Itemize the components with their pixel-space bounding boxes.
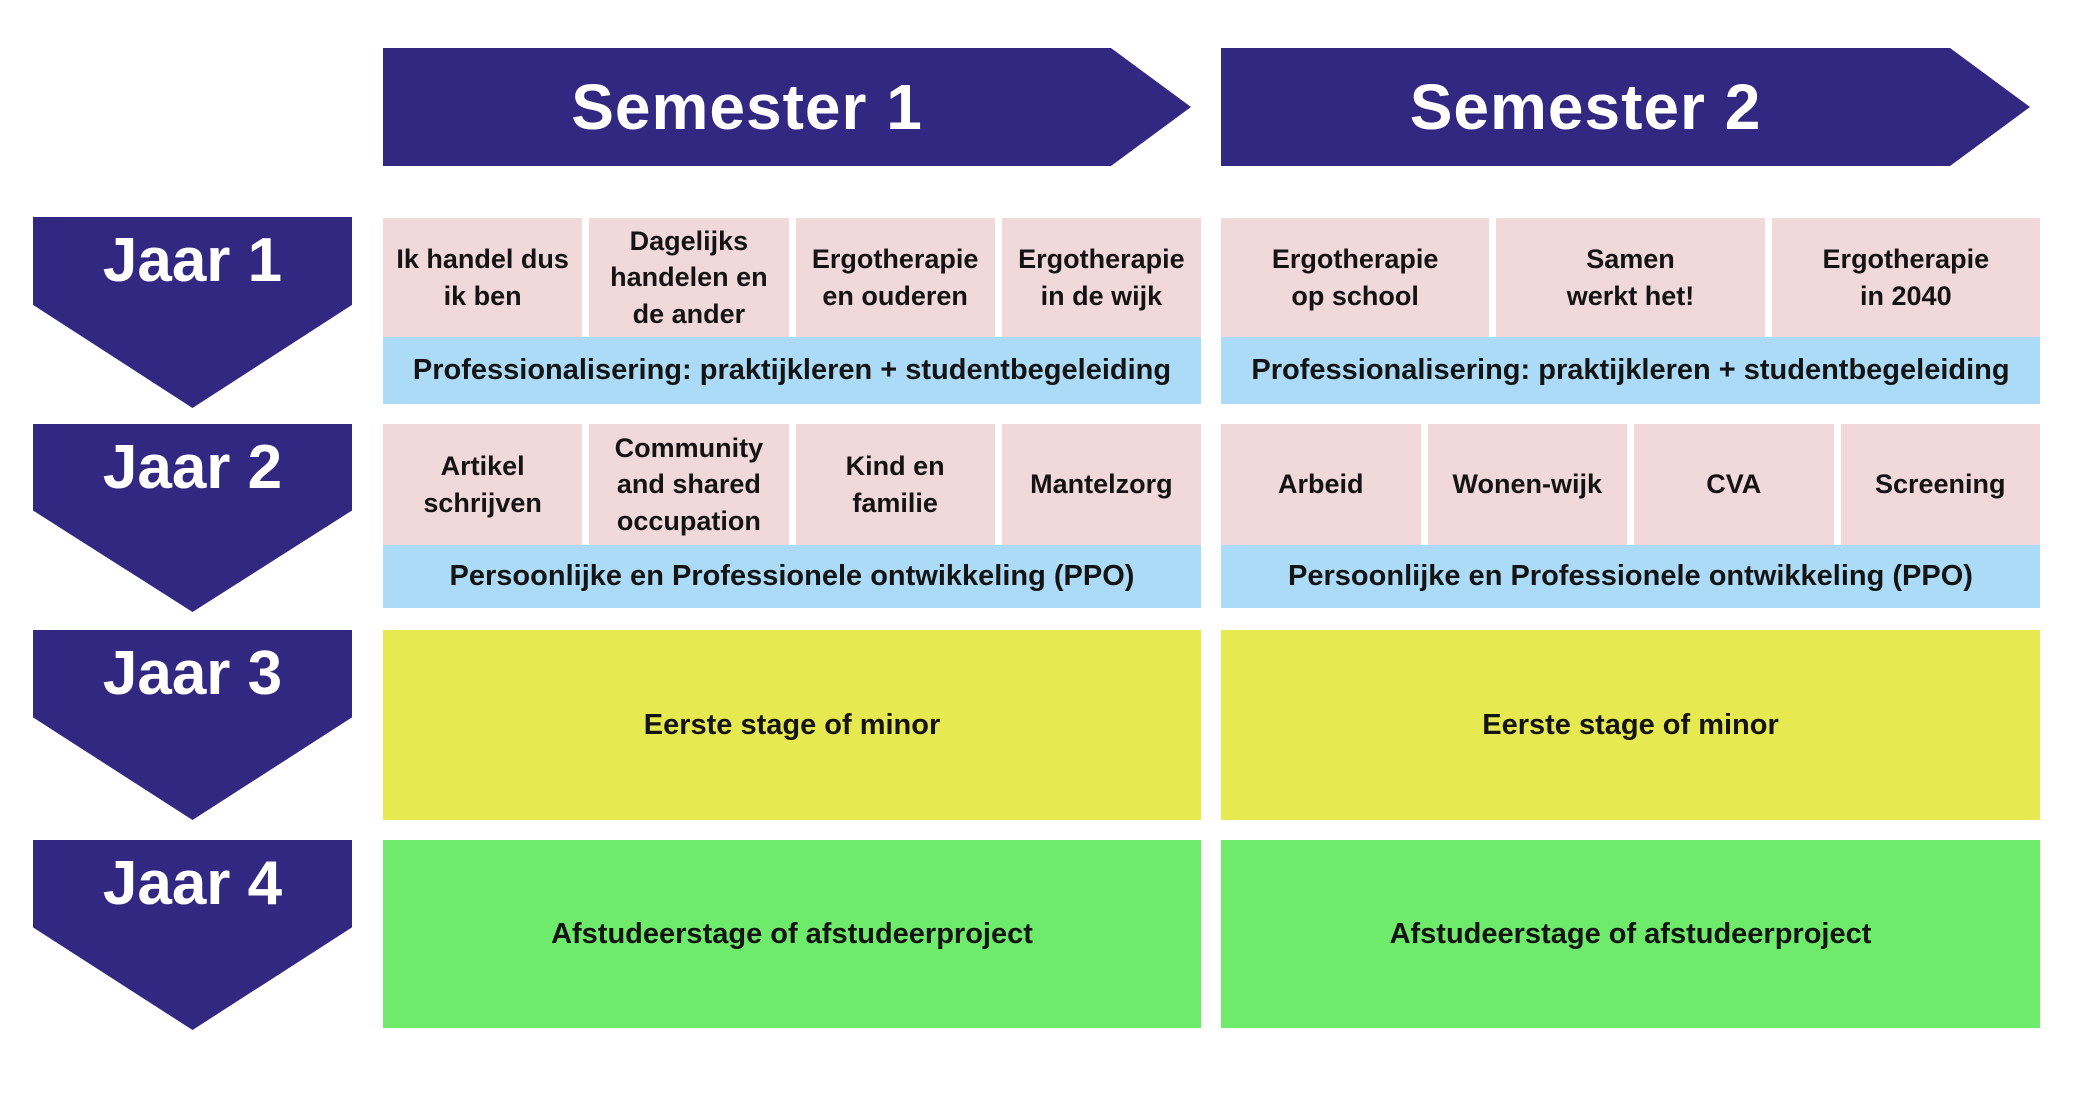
jaar2-sem2-course-row: Arbeid Wonen-wijk CVA Screening — [1221, 424, 2040, 545]
course-cell: Kind en familie — [795, 424, 995, 545]
course-cell: Arbeid — [1221, 424, 1421, 545]
block-label: Afstudeerstage of afstudeerproject — [1389, 917, 1872, 950]
block-label: Afstudeerstage of afstudeerproject — [551, 917, 1033, 950]
year-arrow-jaar-2: Jaar 2 — [33, 424, 352, 612]
year-arrow-jaar-1: Jaar 1 — [33, 217, 352, 408]
course-label: Mantelzorg — [1030, 469, 1173, 500]
bar-label: Professionalisering: praktijkleren + stu… — [1251, 354, 2010, 386]
course-label: Wonen-wijk — [1452, 469, 1602, 500]
course-label: Community and shared occupation — [614, 432, 764, 536]
course-label: Ergotherapie en ouderen — [811, 244, 979, 311]
block-label: Eerste stage of minor — [1482, 708, 1779, 741]
course-label: Artikel schrijven — [423, 451, 542, 518]
semester-2-label: Semester 2 — [1409, 71, 1762, 143]
semester-1-label: Semester 1 — [571, 71, 923, 143]
jaar1-sem2-course-row: Ergotherapie op school Samen werkt het! … — [1221, 218, 2040, 337]
semester-1-banner: Semester 1 — [383, 48, 1191, 166]
jaar1-sem1-course-row: Ik handel dus ik ben Dagelijks handelen … — [383, 218, 1201, 337]
year-label-jaar-2: Jaar 2 — [102, 432, 283, 502]
bar-label: Persoonlijke en Professionele ontwikkeli… — [1288, 560, 1973, 592]
jaar2-sem1-course-row: Artikel schrijven Community and shared o… — [383, 424, 1201, 545]
course-label: Kind en familie — [845, 451, 945, 518]
year-label-jaar-1: Jaar 1 — [102, 226, 283, 296]
jaar1-sem1-professionalisering-bar: Professionalisering: praktijkleren + stu… — [383, 337, 1201, 404]
bar-label: Professionalisering: praktijkleren + stu… — [412, 354, 1172, 386]
jaar2-sem1-ppo-bar: Persoonlijke en Professionele ontwikkeli… — [383, 545, 1201, 608]
year-arrow-jaar-3: Jaar 3 — [33, 630, 352, 820]
bar-label: Persoonlijke en Professionele ontwikkeli… — [449, 560, 1135, 592]
course-cell: Ergotherapie in de wijk — [1001, 218, 1201, 337]
course-label: Ergotherapie in de wijk — [1018, 244, 1185, 311]
course-cell: Ergotherapie en ouderen — [795, 218, 995, 337]
jaar3-sem1-stage-block: Eerste stage of minor — [383, 630, 1201, 820]
course-cell: Ik handel dus ik ben — [383, 218, 583, 337]
course-label: Ik handel dus ik ben — [396, 244, 569, 311]
course-cell: Mantelzorg — [1001, 424, 1201, 545]
jaar3-sem2-stage-block: Eerste stage of minor — [1221, 630, 2040, 820]
course-label: Samen werkt het! — [1566, 244, 1695, 311]
jaar1-sem2-professionalisering-bar: Professionalisering: praktijkleren + stu… — [1221, 337, 2040, 404]
jaar4-sem1-afstudeer-block: Afstudeerstage of afstudeerproject — [383, 840, 1201, 1028]
course-label: CVA — [1706, 469, 1762, 500]
course-label: Dagelijks handelen en de ander — [610, 225, 768, 329]
course-cell: Community and shared occupation — [589, 424, 789, 545]
year-arrow-jaar-4: Jaar 4 — [33, 840, 352, 1030]
jaar4-sem2-afstudeer-block: Afstudeerstage of afstudeerproject — [1221, 840, 2040, 1028]
year-label-jaar-4: Jaar 4 — [102, 849, 283, 919]
course-cell: Wonen-wijk — [1427, 424, 1627, 545]
jaar2-sem2-ppo-bar: Persoonlijke en Professionele ontwikkeli… — [1221, 545, 2040, 608]
course-cell: Artikel schrijven — [383, 424, 583, 545]
year-label-jaar-3: Jaar 3 — [102, 639, 283, 709]
course-cell: CVA — [1634, 424, 1834, 545]
course-cell: Dagelijks handelen en de ander — [589, 218, 789, 337]
course-label: Arbeid — [1277, 469, 1364, 500]
semester-2-banner: Semester 2 — [1221, 48, 2030, 166]
course-cell: Ergotherapie op school — [1221, 218, 1490, 337]
course-label: Ergotherapie op school — [1271, 244, 1439, 311]
course-label: Ergotherapie in 2040 — [1822, 244, 1990, 311]
course-cell: Ergotherapie in 2040 — [1771, 218, 2040, 337]
course-label: Screening — [1874, 469, 2006, 500]
block-label: Eerste stage of minor — [643, 708, 941, 741]
course-cell: Samen werkt het! — [1496, 218, 1765, 337]
course-cell: Screening — [1840, 424, 2040, 545]
